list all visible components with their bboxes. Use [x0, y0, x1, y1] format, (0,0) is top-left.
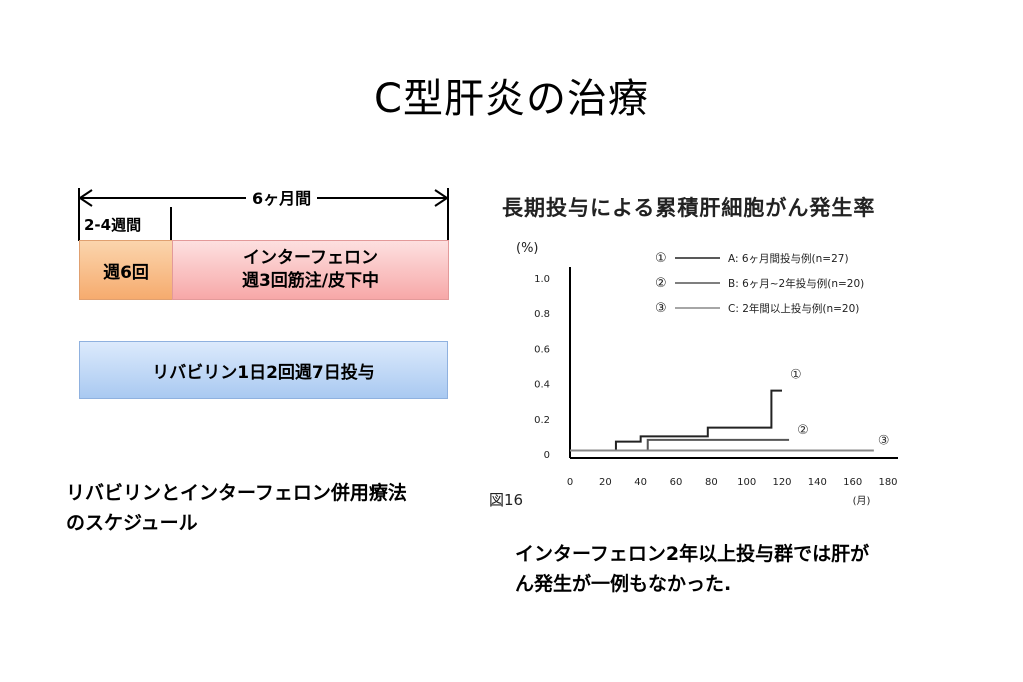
series-line-2 — [570, 438, 790, 452]
initial-period-label: 2-4週間 — [84, 216, 142, 234]
x-tick-label: 160 — [843, 477, 862, 488]
x-tick-label: 140 — [808, 477, 827, 488]
hcc-incidence-chart: 0 0.2 0.4 0.6 0.8 1.0 0 20 40 60 80 100 120 140 160 180… — [516, 241, 898, 507]
legend-marker: ② — [655, 276, 667, 291]
legend-entry: B: 6ヶ月~2年投与例(n=20) — [728, 277, 864, 290]
y-tick-label: 0.2 — [534, 415, 550, 426]
legend-marker: ① — [655, 251, 667, 266]
y-tick-label: 0.6 — [534, 344, 550, 355]
x-tick-label: 0 — [567, 477, 573, 488]
x-axis-label: (月) — [853, 495, 871, 507]
y-tick-label: 1.0 — [534, 274, 550, 285]
y-tick-label: 0 — [544, 450, 550, 461]
schedule-caption: リバビリンとインターフェロン併用療法 のスケジュール — [66, 478, 486, 538]
daily-dosing-text: 週6回 — [103, 262, 149, 283]
x-tick-label: 80 — [705, 477, 718, 488]
figure-caption: インターフェロン2年以上投与群では肝が ん発生が一例もなかった. — [515, 539, 955, 599]
y-tick-label: 0.8 — [534, 309, 550, 320]
slide-title: C型肝炎の治療 — [374, 76, 649, 122]
x-tick-label: 60 — [670, 477, 683, 488]
legend-entry: C: 2年間以上投与例(n=20) — [728, 302, 859, 315]
y-tick-label: 0.4 — [534, 380, 550, 391]
x-tick-label: 120 — [772, 477, 791, 488]
x-tick-label: 100 — [737, 477, 756, 488]
y-axis-label: (%) — [516, 241, 539, 256]
chart-title: 長期投与による累積肝細胞がん発生率 — [502, 196, 876, 220]
schedule-caption-line2: のスケジュール — [66, 512, 198, 534]
figure-label: 図16 — [489, 491, 524, 509]
interferon-line2: 週3回筋注/皮下中 — [241, 271, 380, 291]
legend-entry: A: 6ヶ月間投与例(n=27) — [728, 252, 849, 265]
interferon-line1: インターフェロン — [243, 248, 378, 268]
series-line-1 — [570, 389, 782, 452]
figure-caption-line1: インターフェロン2年以上投与群では肝が — [515, 543, 870, 565]
figure-caption-line2: ん発生が一例もなかった. — [515, 573, 732, 595]
series-end-marker: ① — [790, 368, 802, 383]
interferon-box: インターフェロン 週3回筋注/皮下中 — [172, 240, 449, 300]
x-tick-label: 20 — [599, 477, 612, 488]
x-tick-label: 180 — [878, 477, 897, 488]
ribavirin-box: リバビリン1日2回週7日投与 — [79, 341, 448, 399]
legend-marker: ③ — [655, 301, 667, 316]
x-tick-label: 40 — [634, 477, 647, 488]
schedule-caption-line1: リバビリンとインターフェロン併用療法 — [66, 482, 407, 504]
series-end-marker: ③ — [878, 433, 890, 448]
ribavirin-text: リバビリン1日2回週7日投与 — [152, 362, 375, 383]
series-end-marker: ② — [797, 423, 809, 438]
duration-label: 6ヶ月間 — [246, 185, 318, 209]
daily-dosing-box: 週6回 — [79, 240, 173, 300]
